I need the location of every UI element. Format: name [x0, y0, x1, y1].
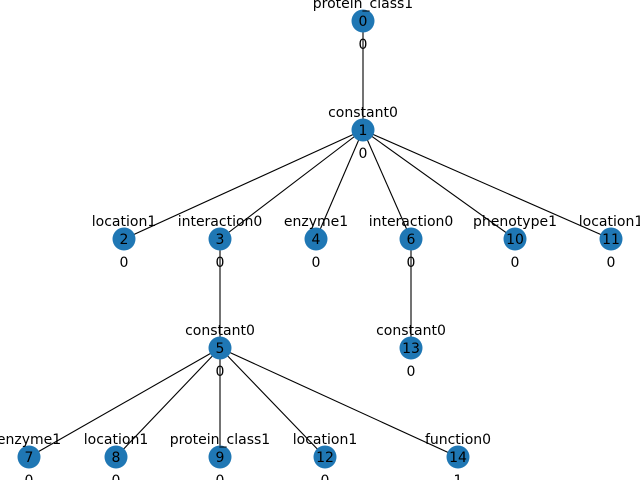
node-13: constant0 13 0 — [376, 323, 446, 380]
node-value: 0 — [216, 364, 225, 380]
node-4: enzyme1 4 0 — [284, 214, 348, 271]
node-value: 0 — [607, 255, 616, 271]
node-label: constant0 — [185, 323, 255, 339]
node-id: 10 — [506, 232, 524, 248]
node-value: 0 — [359, 37, 368, 53]
node-circle — [304, 227, 328, 251]
node-value: 1 — [454, 473, 463, 480]
edge-1-11 — [362, 129, 612, 240]
node-id: 6 — [407, 232, 416, 248]
node-11: location1 11 0 — [579, 214, 640, 271]
node-circle — [208, 336, 232, 360]
node-3: interaction0 3 0 — [178, 214, 263, 271]
node-12: location1 12 0 — [293, 432, 357, 480]
node-value: 0 — [511, 255, 520, 271]
node-circle — [503, 227, 527, 251]
node-label: phenotype1 — [473, 214, 557, 230]
node-value: 0 — [407, 255, 416, 271]
node-0: protein_class1 0 0 — [313, 0, 413, 53]
node-label: interaction0 — [178, 214, 263, 230]
node-id: 4 — [312, 232, 321, 248]
node-label: protein_class1 — [170, 432, 270, 448]
node-id: 9 — [216, 450, 225, 466]
node-circle — [208, 227, 232, 251]
node-label: enzyme1 — [0, 432, 61, 448]
node-circle — [112, 227, 136, 251]
node-id: 0 — [359, 14, 368, 30]
node-id: 13 — [402, 341, 420, 357]
node-8: location1 8 0 — [84, 432, 148, 480]
edge-1-6 — [362, 129, 412, 240]
edge-layer — [28, 21, 612, 458]
node-label: function0 — [425, 432, 491, 448]
node-id: 2 — [120, 232, 129, 248]
edge-1-2 — [123, 129, 364, 240]
node-value: 0 — [321, 473, 330, 480]
node-id: 1 — [359, 123, 368, 139]
node-label: constant0 — [376, 323, 446, 339]
node-circle — [313, 445, 337, 469]
node-id: 12 — [316, 450, 334, 466]
node-label: location1 — [84, 432, 148, 448]
node-2: location1 2 0 — [92, 214, 156, 271]
node-value: 0 — [359, 146, 368, 162]
node-5: constant0 5 0 — [185, 323, 255, 380]
edge-5-14 — [219, 347, 459, 458]
node-circle — [399, 336, 423, 360]
node-7: enzyme1 7 0 — [0, 432, 61, 480]
node-id: 7 — [25, 450, 34, 466]
node-label: constant0 — [328, 105, 398, 121]
node-value: 0 — [312, 255, 321, 271]
node-label: location1 — [293, 432, 357, 448]
node-id: 14 — [449, 450, 467, 466]
node-value: 0 — [216, 473, 225, 480]
node-9: protein_class1 9 0 — [170, 432, 270, 480]
node-label: interaction0 — [369, 214, 454, 230]
node-circle — [208, 445, 232, 469]
node-6: interaction0 6 0 — [369, 214, 454, 271]
node-id: 5 — [216, 341, 225, 357]
node-id: 8 — [112, 450, 121, 466]
edge-5-8 — [115, 347, 221, 458]
node-circle — [399, 227, 423, 251]
edge-1-3 — [219, 129, 364, 240]
node-value: 0 — [112, 473, 121, 480]
node-value: 0 — [216, 255, 225, 271]
node-1: constant0 1 0 — [328, 105, 398, 162]
edge-1-10 — [362, 129, 516, 240]
edge-1-4 — [315, 129, 364, 240]
node-circle — [599, 227, 623, 251]
node-value: 0 — [407, 364, 416, 380]
node-label: location1 — [579, 214, 640, 230]
node-id: 11 — [602, 232, 620, 248]
node-value: 0 — [120, 255, 129, 271]
node-circle — [104, 445, 128, 469]
node-circle — [17, 445, 41, 469]
node-circle — [446, 445, 470, 469]
node-label: location1 — [92, 214, 156, 230]
node-label: enzyme1 — [284, 214, 348, 230]
node-value: 0 — [25, 473, 34, 480]
node-circle — [351, 118, 375, 142]
node-circle — [351, 9, 375, 33]
node-id: 3 — [216, 232, 225, 248]
edge-5-12 — [219, 347, 326, 458]
node-14: function0 14 1 — [425, 432, 491, 480]
node-10: phenotype1 10 0 — [473, 214, 557, 271]
edge-5-7 — [28, 347, 221, 458]
node-label: protein_class1 — [313, 0, 413, 12]
